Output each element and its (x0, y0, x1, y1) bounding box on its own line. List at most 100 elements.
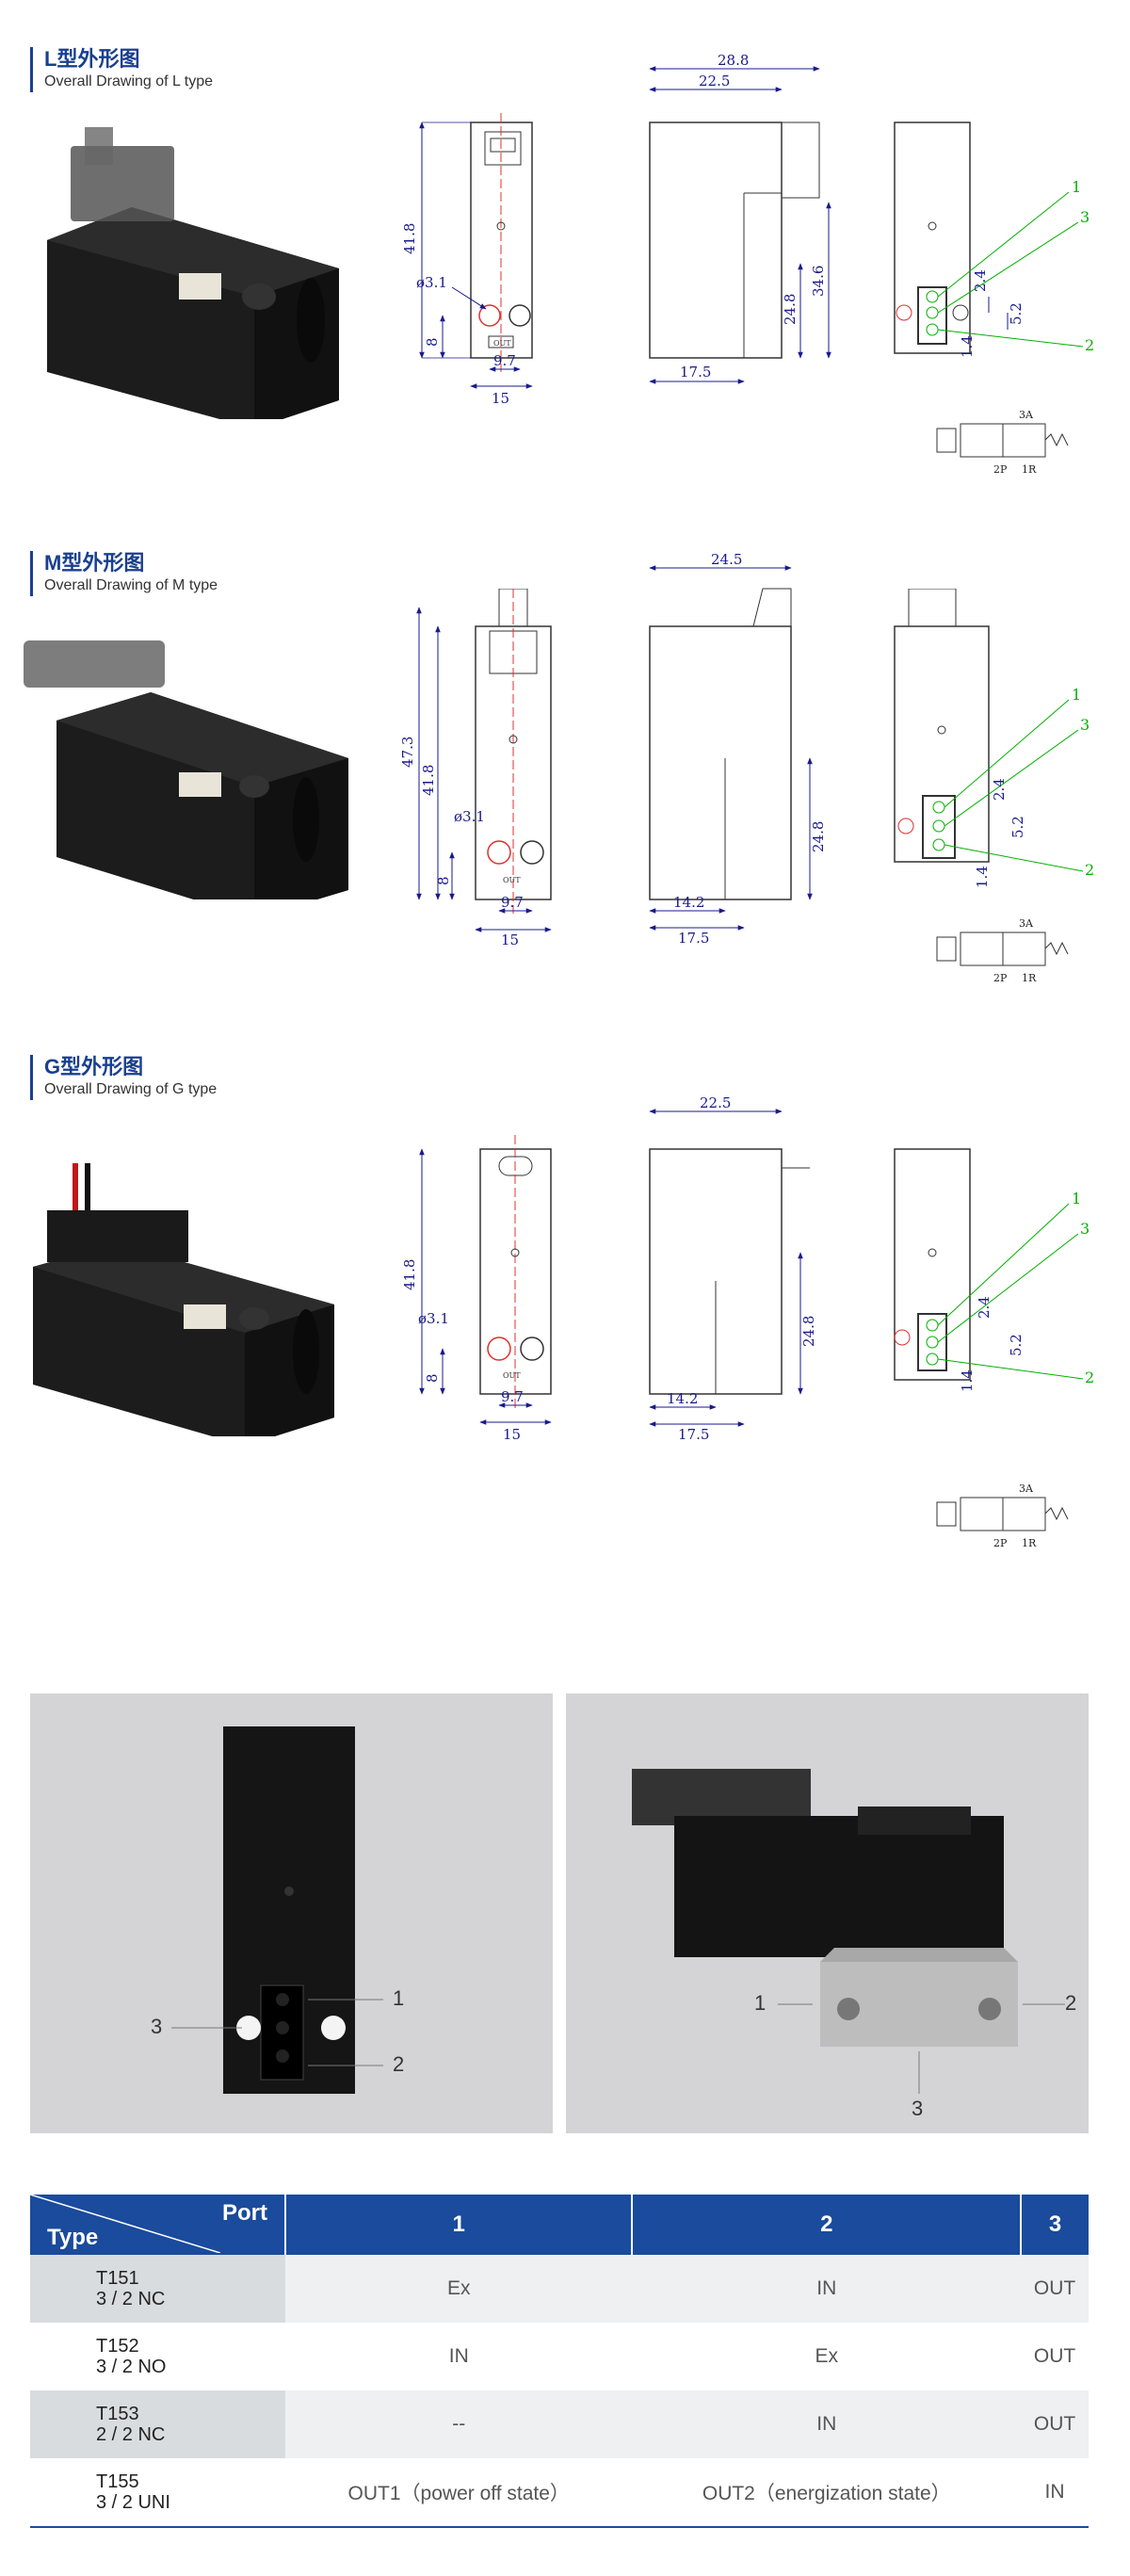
port-photo-left: 1 2 3 (30, 1693, 553, 2133)
symbol-c: 1R (1022, 972, 1037, 984)
port-2-cell: Ex (815, 2345, 839, 2367)
pin-view-drawing: 1 3 2 2.4 5.2 1.4 (894, 589, 1094, 888)
port-3-cell: IN (1021, 2458, 1089, 2528)
height-dim: 41.8 (401, 1259, 418, 1290)
pin-1-label: 1 (1072, 686, 1081, 704)
section-title: G型外形图 (44, 1055, 144, 1078)
pin-d2: 5.2 (1009, 816, 1026, 838)
port-1-cell: -- (285, 2390, 633, 2458)
symbol-a: 3A (1019, 917, 1034, 930)
pitch-dim: 9.7 (501, 1388, 524, 1405)
front-view-drawing: 41.8 8 ø3.1 9.7 15 OUT (401, 113, 533, 407)
valve-base-photo (632, 1769, 1065, 2094)
port-3-cell: OUT (1021, 2255, 1089, 2323)
symbol-a: 3A (1019, 1482, 1034, 1495)
out-label: OUT (503, 876, 521, 884)
side-right1-dim: 34.6 (810, 266, 827, 297)
model-label: T155 (96, 2471, 139, 2492)
table-header-row: Port Type 1 2 3 (30, 2195, 1089, 2255)
port-1-cell: Ex (285, 2255, 633, 2323)
pin-1-label: 1 (1072, 1190, 1081, 1207)
section-title: M型外形图 (44, 551, 145, 575)
width-dim: 15 (503, 1426, 521, 1443)
front-view-drawing: 47.3 41.8 8 ø3.1 9.7 15 OUT (399, 589, 552, 947)
pin-d3: 1.4 (974, 866, 991, 888)
pin-d1: 2.4 (991, 778, 1008, 801)
section-m-type: M型外形图 Overall Drawing of M type 47.3 41.… (0, 551, 1130, 1041)
spec-label: 3 / 2 NO (96, 2357, 167, 2377)
pin-2-label: 2 (1085, 861, 1094, 879)
pin-view-drawing: 1 3 2 2.4 5.2 1.4 (894, 122, 1094, 358)
section-header: G型外形图 Overall Drawing of G type (30, 1055, 217, 1100)
pin-1-label: 1 (1072, 178, 1081, 196)
hole-dim: ø3.1 (454, 808, 485, 825)
bottom-dim: 8 (424, 1373, 441, 1383)
section-title: L型外形图 (44, 47, 140, 71)
spec-label: 3 / 2 NC (96, 2289, 166, 2309)
side-bottom1-dim: 14.2 (673, 894, 704, 911)
pin-d1: 2.4 (976, 1296, 993, 1319)
section-g-type: G型外形图 Overall Drawing of G type 41.8 8 ø… (0, 1055, 1130, 1620)
symbol-b: 2P (993, 1537, 1008, 1549)
header-port-1: 1 (285, 2195, 634, 2255)
symbol-b: 2P (993, 463, 1008, 476)
spec-label: 3 / 2 UNI (96, 2492, 170, 2513)
header-port-2: 2 (632, 2195, 1023, 2255)
symbol-c: 1R (1022, 463, 1037, 476)
corner-port-label: Port (222, 2200, 267, 2226)
pin-d3: 1.4 (959, 1369, 976, 1392)
side-view-drawing: 22.5 24.8 14.2 17.5 (649, 1094, 817, 1443)
pin-3-label: 3 (1080, 208, 1090, 226)
corner-type-label: Type (47, 2225, 99, 2250)
section-header: L型外形图 Overall Drawing of L type (30, 47, 213, 92)
port-1-cell: OUT1（power off state） (285, 2458, 633, 2528)
pitch-dim: 9.7 (493, 352, 516, 369)
height-dim: 41.8 (401, 223, 418, 254)
side-top-dim: 22.5 (700, 1094, 731, 1111)
port-photo-right: 1 2 3 (566, 1693, 1089, 2133)
valve-symbol: 3A 2P 1R (936, 409, 1069, 476)
symbol-a: 3A (1019, 409, 1034, 421)
port-2-cell: IN (632, 2390, 1022, 2458)
width-dim: 15 (492, 390, 509, 407)
pin-3-label: 3 (1080, 1220, 1090, 1238)
height-dim: 41.8 (420, 765, 437, 796)
port-label-3: 3 (151, 2015, 163, 2038)
side-top2-dim: 22.5 (699, 73, 730, 89)
side-bottom2-dim: 17.5 (678, 930, 709, 947)
port-label-2: 2 (393, 2052, 405, 2076)
port-1-cell: IN (448, 2345, 469, 2367)
side-bottom2-dim: 17.5 (678, 1426, 709, 1443)
side-right-dim: 24.8 (810, 821, 827, 852)
section-subtitle: Overall Drawing of G type (44, 1081, 218, 1097)
port-label-1: 1 (754, 1991, 767, 2015)
side-right2-dim: 24.8 (782, 294, 799, 325)
port-label-2: 2 (1065, 1991, 1077, 2015)
side-right-dim: 24.8 (800, 1316, 817, 1347)
pin-2-label: 2 (1085, 1369, 1094, 1386)
side-top-dim: 24.5 (711, 551, 742, 568)
header-port-3: 3 (1021, 2195, 1089, 2255)
out-label: OUT (493, 339, 511, 348)
hole-dim: ø3.1 (416, 274, 447, 291)
pin-2-label: 2 (1085, 336, 1094, 354)
model-label: T151 (96, 2268, 139, 2289)
section-subtitle: Overall Drawing of M type (44, 577, 218, 593)
port-3-cell: OUT (1021, 2390, 1089, 2458)
product-photo (47, 127, 339, 419)
pitch-dim: 9.7 (501, 894, 524, 911)
port-2-cell: IN (632, 2255, 1022, 2323)
port-label-1: 1 (393, 1986, 405, 2010)
symbol-c: 1R (1022, 1537, 1037, 1549)
valve-symbol: 3A 2P 1R (936, 917, 1069, 984)
pin-d1: 2.4 (972, 269, 989, 292)
pin-d2: 5.2 (1008, 1334, 1025, 1356)
